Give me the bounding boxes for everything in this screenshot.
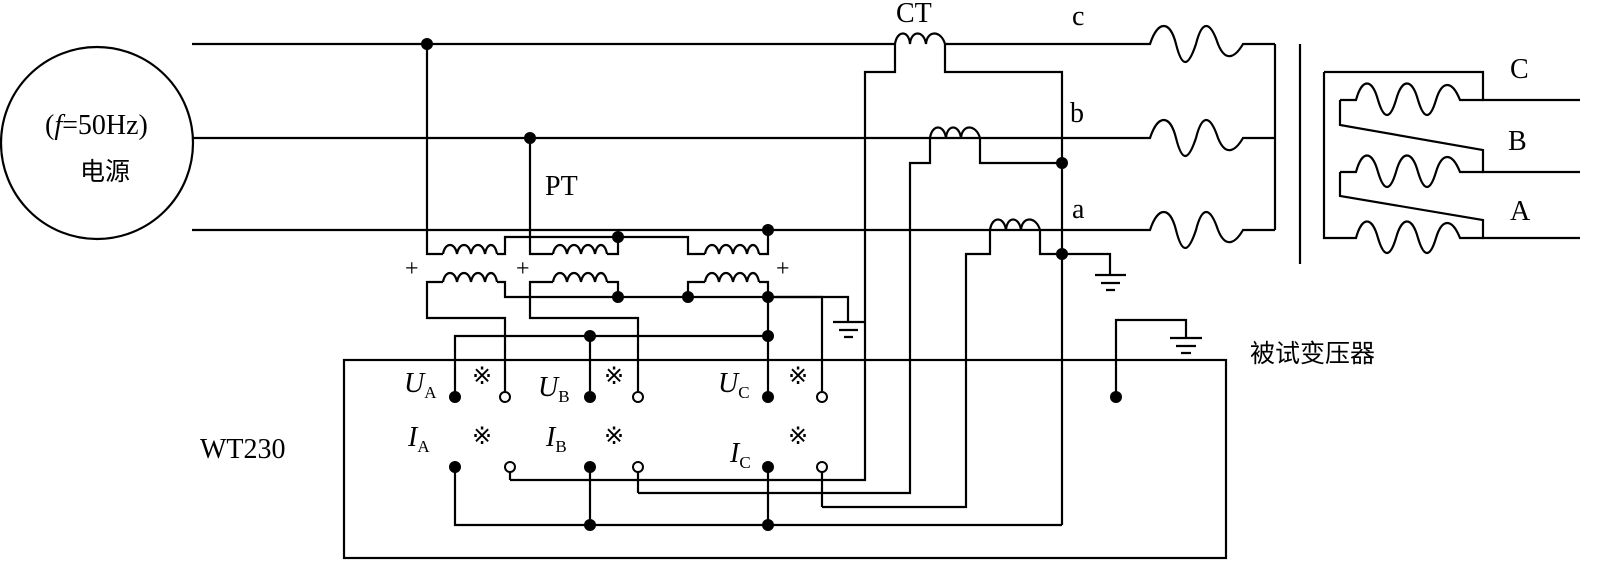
secondary-windings: C B A <box>1322 54 1580 255</box>
terminal-ib-dot <box>584 461 596 473</box>
label-phase-b: b <box>1070 98 1084 129</box>
terminal-ic-dot <box>762 461 774 473</box>
terminal-ua-star <box>499 391 511 403</box>
polarity-mark-ub: ※ <box>604 364 624 390</box>
terminal-ia-star <box>504 461 516 473</box>
polarity-mark-ia: ※ <box>472 424 492 450</box>
polarity-mark-ic: ※ <box>788 424 808 450</box>
phase-lines <box>192 42 1133 232</box>
terminal-uc-label: UC <box>718 368 750 402</box>
power-source: (f=50Hz) 电源 <box>0 45 195 241</box>
dut-label: 被试变压器 <box>1250 339 1375 368</box>
meter-terminals <box>449 391 1122 473</box>
label-secondary-C: C <box>1510 54 1529 85</box>
terminal-uc-star <box>816 391 828 403</box>
pt2-polarity-plus: + <box>516 256 530 282</box>
terminal-ib-star <box>632 461 644 473</box>
terminal-ub-label: UB <box>538 372 570 406</box>
terminal-ub-star <box>632 391 644 403</box>
terminal-ib-label: IB <box>545 422 567 456</box>
label-secondary-B: B <box>1508 126 1527 157</box>
terminal-ua-label: UA <box>404 368 437 402</box>
label-phase-a: a <box>1072 194 1085 225</box>
label-phase-c: c <box>1072 1 1084 32</box>
polarity-mark-ua: ※ <box>472 364 492 390</box>
terminal-ground-dot <box>1110 391 1122 403</box>
primary-windings <box>1132 24 1302 264</box>
source-name: 电源 <box>80 157 130 186</box>
pt1-polarity-plus: + <box>405 256 419 282</box>
current-transformers <box>510 32 1126 525</box>
potential-transformers: + + + <box>405 44 864 397</box>
wt230-meter: WT230 UA UB UC ※ ※ ※ IA IB IC ※ ※ ※ <box>200 318 1228 560</box>
pt3-polarity-plus: + <box>776 256 790 282</box>
terminal-ua-dot <box>449 391 461 403</box>
junction-dots <box>421 38 1068 531</box>
label-ct: CT <box>896 0 932 29</box>
label-secondary-A: A <box>1510 196 1531 227</box>
polarity-mark-uc: ※ <box>788 364 808 390</box>
source-frequency-label: (f=50Hz) <box>45 110 148 141</box>
terminal-ub-dot <box>584 391 596 403</box>
polarity-mark-ib: ※ <box>604 424 624 450</box>
label-pt: PT <box>545 171 578 202</box>
terminal-ia-dot <box>449 461 461 473</box>
terminal-uc-dot <box>762 391 774 403</box>
terminal-ic-star <box>816 461 828 473</box>
terminal-ic-label: IC <box>729 438 751 472</box>
terminal-ia-label: IA <box>407 422 430 456</box>
meter-label: WT230 <box>200 434 286 465</box>
